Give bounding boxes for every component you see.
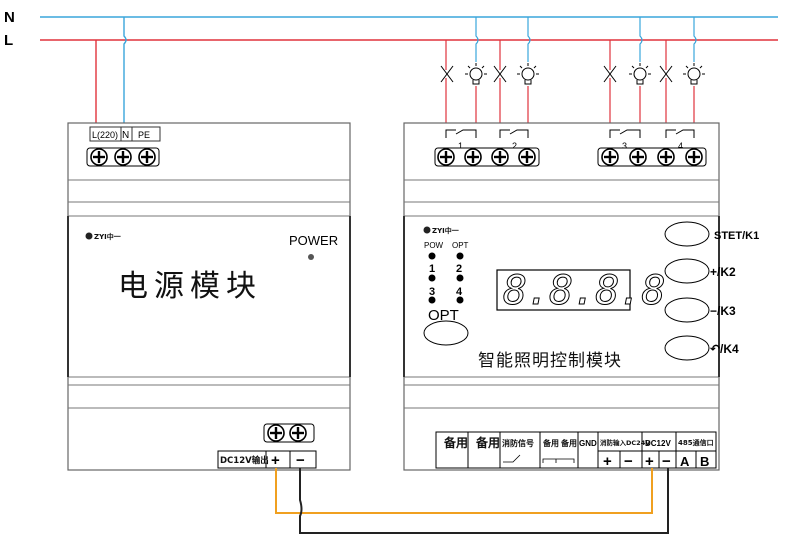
ch1-led xyxy=(428,274,436,282)
terminal-spare-switch-1: 备用 xyxy=(542,438,559,448)
k1-label: STET/K1 xyxy=(714,230,759,242)
relay-contacts xyxy=(445,129,695,138)
power-terminal-labels: L(220) N PE xyxy=(89,126,161,142)
rs485-a: A xyxy=(680,454,690,469)
ch4-led xyxy=(456,296,464,304)
ch2-indicator-label: 2 xyxy=(456,263,462,275)
screw-terminal-icon xyxy=(601,148,619,166)
screw-terminal-icon xyxy=(437,148,455,166)
terminal-l-label: L(220) xyxy=(92,130,118,140)
terminal-gnd: GND xyxy=(579,439,597,448)
lamp-icon-1 xyxy=(465,63,487,85)
screw-terminal-icon xyxy=(464,148,482,166)
k2-label: +/K2 xyxy=(710,265,736,279)
ch2-led xyxy=(456,274,464,282)
pow-indicator-label: POW xyxy=(424,241,444,250)
controller-title: 智能照明控制模块 xyxy=(478,351,622,371)
opt-led xyxy=(456,252,464,260)
screw-terminal-icon xyxy=(289,424,307,442)
terminal-spare-1: 备用 xyxy=(443,435,468,450)
screw-terminal-icon xyxy=(629,148,647,166)
screw-terminal-icon xyxy=(267,424,285,442)
ch3-indicator-label: 3 xyxy=(429,286,435,298)
svg-text:ZYI中一: ZYI中一 xyxy=(94,232,121,241)
power-brand-logo: ZYI中一 xyxy=(85,232,121,241)
terminal-pe-label: PE xyxy=(138,130,150,140)
display-digits: 8.8.8.8 xyxy=(503,268,665,314)
terminal-n-label: N xyxy=(122,130,129,141)
terminal-fire-input: 消防输入DC24V xyxy=(600,438,650,447)
terminal-fire-signal: 消防信号 xyxy=(502,438,534,448)
controller-brand-logo: ZYI中一 xyxy=(423,226,459,235)
screw-terminal-icon xyxy=(657,148,675,166)
lamp-icon-3 xyxy=(629,63,651,85)
terminal-spare-switch-2: 备用 xyxy=(560,438,577,448)
relay-number-4: 4 xyxy=(678,141,683,151)
relay-terminals-3-4 xyxy=(597,147,707,167)
k2-button[interactable] xyxy=(664,258,710,284)
screw-terminal-icon xyxy=(685,148,703,166)
power-module xyxy=(67,122,351,471)
screw-terminal-icon xyxy=(138,148,156,166)
screw-terminal-icon xyxy=(518,148,536,166)
k4-button[interactable] xyxy=(664,335,710,361)
lamp-icon-4 xyxy=(683,63,705,85)
segment-display xyxy=(496,269,631,311)
opt-button[interactable] xyxy=(423,320,469,346)
power-output-label-block: DC12V输出 + − xyxy=(217,450,317,469)
dc12v-negative-wire xyxy=(299,468,669,534)
l-line-label: L xyxy=(4,32,13,49)
screw-terminal-icon xyxy=(491,148,509,166)
output-minus-label: − xyxy=(296,452,305,469)
opt-indicator-label: OPT xyxy=(452,241,469,250)
screw-terminal-icon xyxy=(90,148,108,166)
terminal-dc12v: DC12V xyxy=(645,439,671,448)
relay-number-1: 1 xyxy=(458,141,463,151)
dc12v-minus: − xyxy=(662,453,671,470)
pow-led xyxy=(428,252,436,260)
power-module-title: 电源模块 xyxy=(118,269,262,304)
power-output-terminals xyxy=(263,423,315,443)
k3-label: −/K3 xyxy=(710,304,736,318)
ch1-indicator-label: 1 xyxy=(429,263,435,275)
terminal-spare-2: 备用 xyxy=(475,435,500,450)
fire-input-minus: − xyxy=(624,453,633,470)
opt-button-label: OPT xyxy=(428,307,459,324)
rs485-b: B xyxy=(700,454,709,469)
relay-number-3: 3 xyxy=(622,141,627,151)
relay-terminals-1-2 xyxy=(434,147,540,167)
fire-input-plus: + xyxy=(603,453,612,470)
relay-number-2: 2 xyxy=(512,141,517,151)
power-indicator-label: POWER xyxy=(289,233,338,248)
k1-button[interactable] xyxy=(664,221,710,247)
power-led xyxy=(308,254,314,260)
terminal-rs485: 485通信口 xyxy=(678,438,714,447)
k3-button[interactable] xyxy=(664,297,710,323)
svg-text:ZYI中一: ZYI中一 xyxy=(432,226,459,235)
ch4-indicator-label: 4 xyxy=(456,286,463,298)
dc12v-plus: + xyxy=(645,453,654,470)
dc12v-positive-wire xyxy=(275,468,653,514)
k4-label: ↶/K4 xyxy=(710,342,739,356)
power-input-terminals xyxy=(86,147,160,167)
ch3-led xyxy=(428,296,436,304)
lamp-icon-2 xyxy=(517,63,539,85)
controller-terminal-strip xyxy=(435,431,717,469)
dc12v-output-label: DC12V输出 xyxy=(220,455,269,466)
screw-terminal-icon xyxy=(114,148,132,166)
n-line-label: N xyxy=(4,9,15,26)
output-plus-label: + xyxy=(271,452,280,469)
